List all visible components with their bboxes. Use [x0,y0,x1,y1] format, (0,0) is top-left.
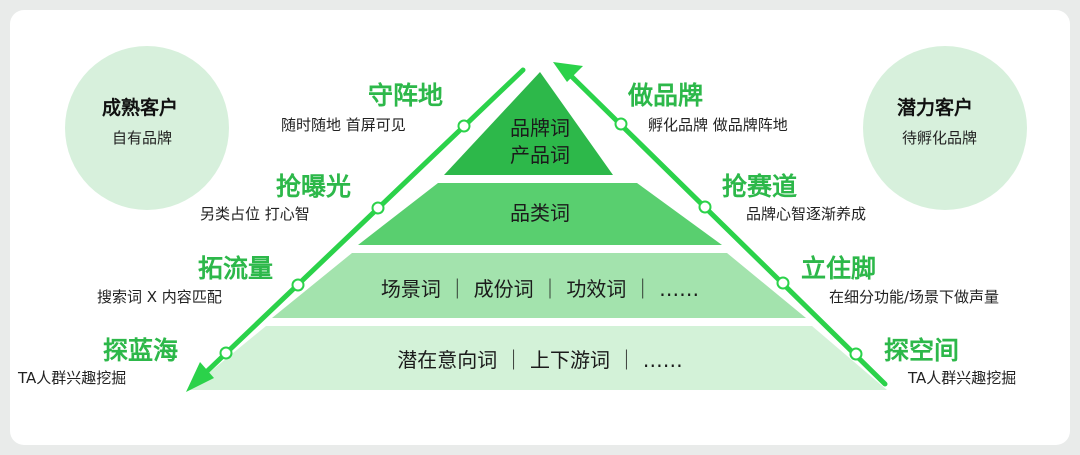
left-stage-3-subtitle: 搜索词 X 内容匹配 [97,288,222,306]
left-stage-dot [219,346,233,360]
right-stage-dot [698,200,712,214]
right-circle-subtitle: 待孵化品牌 [902,129,978,147]
right-arrow-head [553,62,583,82]
pyramid-layer-top [444,72,613,175]
left-circle [65,46,229,210]
left-stage-dot [371,201,385,215]
right-circle-title: 潜力客户 [897,97,974,119]
right-stage-dot [614,117,628,131]
pyramid-layer-3 [272,253,806,318]
left-stage-1-title: 守阵地 [368,81,444,110]
left-stage-2-subtitle: 另类占位 打心智 [200,205,310,223]
pyramid-top-label-2: 产品词 [510,143,570,167]
left-stage-3-title: 拓流量 [198,254,274,283]
right-stage-2-subtitle: 品牌心智逐渐养成 [746,205,867,223]
left-circle-subtitle: 自有品牌 [112,129,173,147]
right-stage-1-title: 做品牌 [628,81,704,110]
right-stage-3-title: 立住脚 [801,254,877,283]
left-stage-1-subtitle: 随时随地 首屏可见 [281,116,406,134]
right-circle [863,46,1027,210]
left-stage-dot [291,278,305,292]
right-stage-4-title: 探空间 [884,336,960,365]
pyramid-layer-4 [188,326,887,390]
right-stage-1-subtitle: 孵化品牌 做品牌阵地 [648,116,788,134]
pyramid-layer-3-label: 场景词 ｜ 成份词 ｜ 功效词 ｜ …… [380,277,700,301]
left-stage-2-title: 抢曝光 [276,172,352,201]
right-stage-4-subtitle: TA人群兴趣挖掘 [908,369,1017,387]
left-arrow-head [186,362,214,392]
right-stage-2-title: 抢赛道 [722,172,798,201]
pyramid-layer-2-label: 品类词 [510,201,570,225]
left-stage-4-subtitle: TA人群兴趣挖掘 [18,369,127,387]
left-circle-title: 成熟客户 [102,97,179,119]
left-stage-dot [457,119,471,133]
left-stage-4-title: 探蓝海 [103,336,179,365]
right-stage-dot [776,276,790,290]
right-stage-dot [849,347,863,361]
right-stage-3-subtitle: 在细分功能/场景下做声量 [829,288,1000,306]
pyramid-layer-4-label: 潜在意向词 ｜ 上下游词 ｜ …… [397,348,683,372]
left-arrow-line [197,67,526,381]
pyramid-top-label-1: 品牌词 [510,116,570,140]
pyramid-layer-2 [358,183,722,245]
